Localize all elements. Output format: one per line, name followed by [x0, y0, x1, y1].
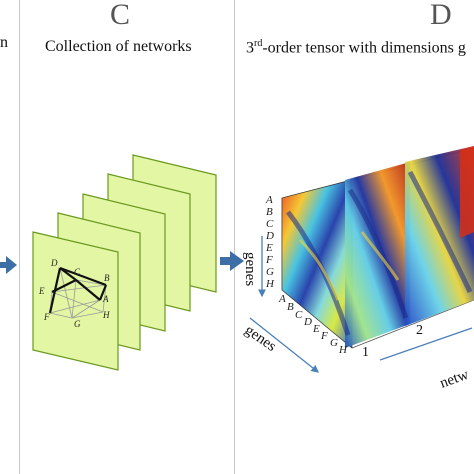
- col-label-h: H: [338, 344, 348, 356]
- slice-index-1: 1: [362, 345, 369, 360]
- row-label-e: E: [265, 242, 273, 254]
- tensor-slice-2: [345, 162, 410, 348]
- panel-divider-right: [234, 0, 235, 474]
- row-label-a: A: [265, 194, 273, 206]
- row-label-f: F: [265, 254, 273, 266]
- panel-d-letter: D: [430, 0, 453, 31]
- node-label-b: B: [104, 273, 110, 283]
- node-label-g: G: [74, 319, 81, 329]
- panel-c-subtitle: Collection of networks: [45, 38, 192, 55]
- row-label-c: C: [266, 218, 274, 230]
- axis-genes-vertical: genes: [242, 252, 258, 286]
- axis-genes-diagonal: genes: [242, 322, 279, 355]
- node-label-h: H: [102, 310, 110, 320]
- col-label-g: G: [330, 337, 338, 349]
- row-label-h: H: [265, 278, 275, 290]
- tensor-col-labels: A B C D E F G H: [278, 293, 348, 356]
- axis-networks: netw: [438, 367, 471, 392]
- heatmap-highlights: [298, 231, 400, 301]
- panel-d-subtitle: 3rd-order tensor with dimensions g: [246, 38, 466, 57]
- col-label-b: B: [287, 301, 294, 313]
- network-node-labels: C B A H G F E D: [38, 258, 110, 329]
- arrow-into-panel-d: [220, 251, 244, 271]
- tensor-slice-4: [460, 146, 474, 238]
- row-label-d: D: [265, 230, 274, 242]
- row-label-b: B: [266, 206, 273, 218]
- node-label-e: E: [38, 286, 45, 296]
- node-label-d: D: [50, 258, 58, 268]
- node-label-a: A: [102, 294, 109, 304]
- network-sheet-1: C B A H G F E D: [32, 231, 119, 371]
- arrow-into-panel-c: [0, 256, 17, 274]
- node-label-f: F: [43, 312, 50, 322]
- tensor-slice-1-shade: [281, 179, 353, 349]
- axis-arrow-networks: [379, 327, 473, 361]
- col-label-a: A: [278, 293, 286, 305]
- row-label-g: G: [266, 266, 274, 278]
- col-label-d: D: [303, 316, 312, 328]
- panel-c-letter: C: [110, 0, 132, 31]
- panel-divider-left: [19, 0, 20, 474]
- slice-index-2: 2: [416, 323, 423, 338]
- col-label-f: F: [320, 330, 328, 342]
- col-label-e: E: [312, 323, 320, 335]
- node-label-c: C: [74, 267, 81, 277]
- left-panel-fragment: n: [0, 34, 8, 51]
- axis-arrow-genes-diagonal: [249, 317, 320, 373]
- network-edges-strong: [48, 266, 108, 314]
- col-label-c: C: [295, 309, 303, 321]
- tensor-row-labels: A B C D E F G H: [265, 194, 275, 290]
